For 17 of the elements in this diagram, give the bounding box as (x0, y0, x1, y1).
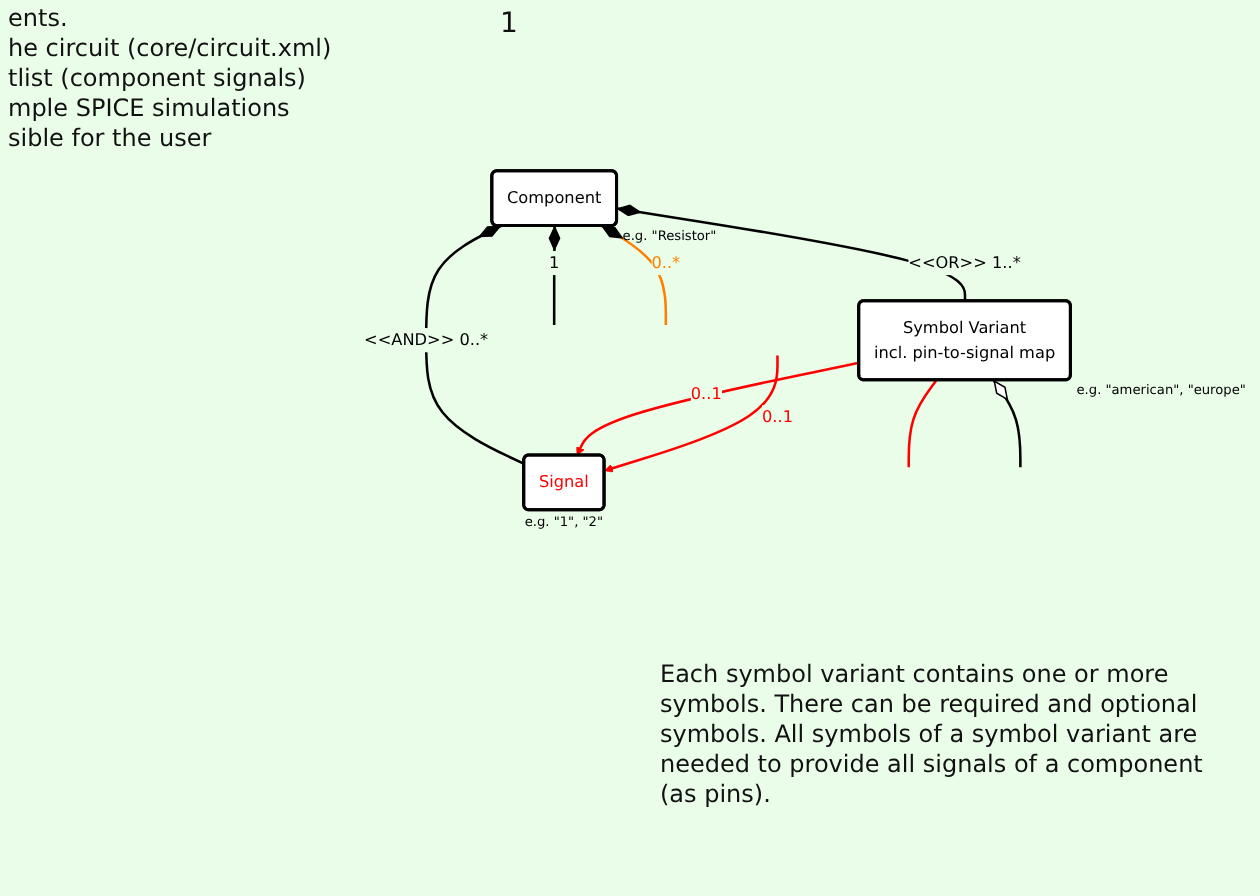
connector-line (907, 379, 938, 468)
connector-line (601, 224, 668, 326)
note-text: ents. (8, 4, 70, 34)
class-box: Signal (522, 453, 606, 512)
connector-line (992, 379, 1022, 468)
note-text: mple SPICE simulations (8, 94, 292, 124)
note-text: he circuit (core/circuit.xml) (8, 34, 334, 64)
note-text: sible for the user (8, 124, 214, 154)
note-text: tlist (component signals) (8, 64, 308, 94)
connector-line (616, 204, 967, 302)
note-text: Each symbol variant contains one or more symbols. There can be required and optional symbols. All symbols of a symbol variant are needed to provide all signals of a component (as pins). (660, 660, 1205, 810)
multiplicity-label: 1 (500, 8, 518, 40)
class-box: Component (490, 169, 619, 228)
connector-line (604, 355, 779, 473)
class-box: Symbol Variant incl. pin-to-signal map (857, 299, 1072, 382)
connector-line (576, 361, 860, 456)
connector-line (424, 224, 525, 466)
